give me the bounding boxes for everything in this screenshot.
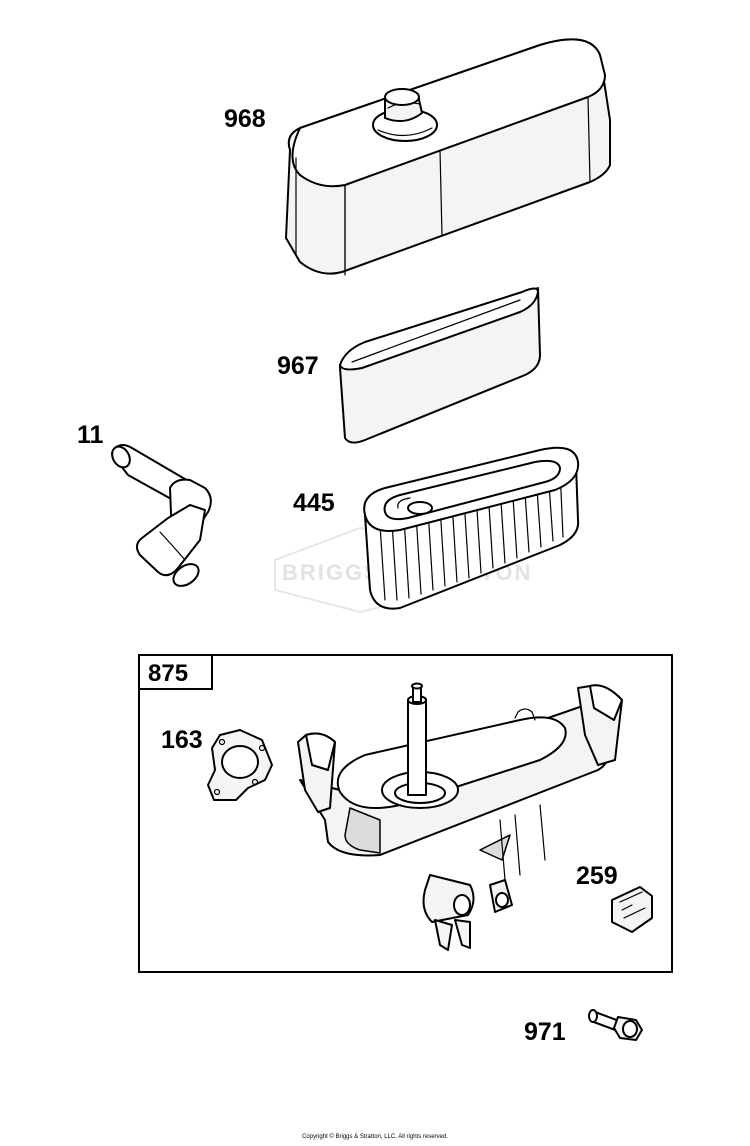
label-971: 971 [524,1018,566,1046]
part-163-gasket[interactable] [207,729,273,801]
part-875-base-assembly[interactable] [297,682,623,951]
part-967-pre-cleaner[interactable] [339,287,541,444]
label-967: 967 [277,352,319,380]
part-971-screw[interactable] [588,1009,643,1041]
label-11: 11 [77,421,104,449]
label-445: 445 [293,489,335,517]
label-968: 968 [224,105,266,133]
part-445-filter-cartridge[interactable] [363,446,580,610]
label-875: 875 [148,660,188,687]
label-259: 259 [576,862,618,890]
part-968-cover[interactable] [285,38,611,276]
copyright-notice: Copyright © Briggs & Stratton, LLC. All … [302,1134,448,1140]
kit-875-box: 875 [138,654,673,973]
part-259-clip[interactable] [611,886,653,933]
label-163: 163 [161,726,203,754]
filter-pleats [379,467,564,601]
part-11-breather-tube[interactable] [109,443,212,590]
